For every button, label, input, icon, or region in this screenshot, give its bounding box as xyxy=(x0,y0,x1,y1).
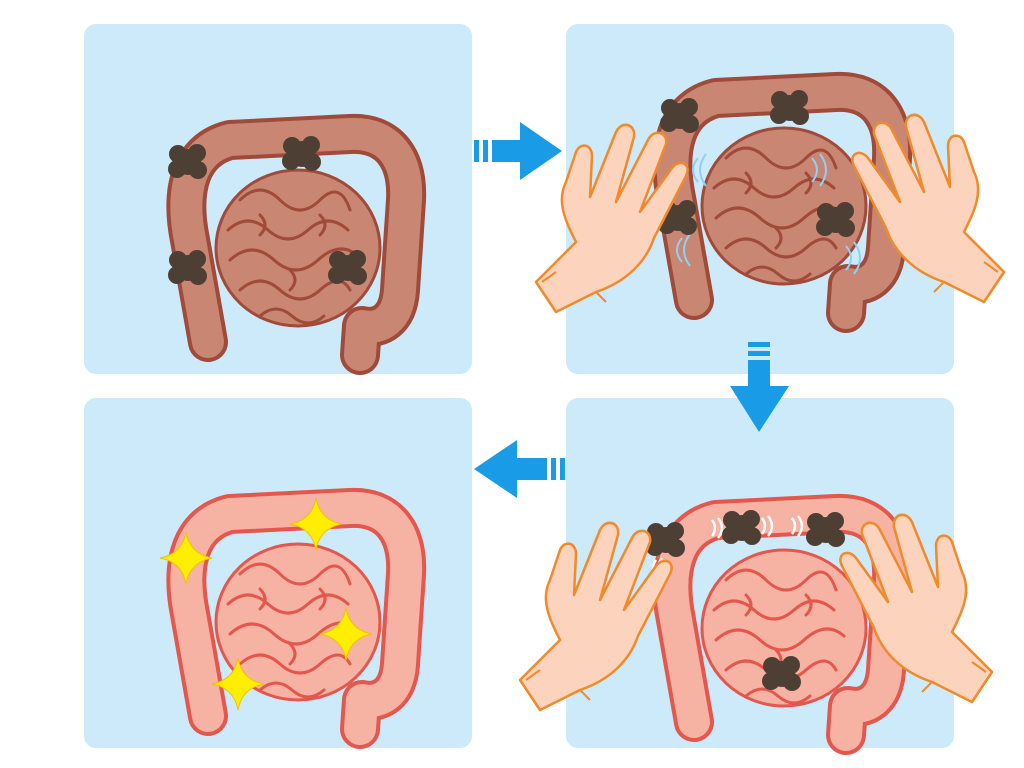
step-4-illustration xyxy=(159,487,427,749)
step-1-illustration xyxy=(166,113,427,375)
arrow-left-icon xyxy=(474,440,565,498)
hand-left-icon xyxy=(518,521,673,712)
intestine-icon xyxy=(652,71,913,333)
hand-right-icon xyxy=(851,113,1006,304)
hand-right-icon xyxy=(839,513,994,704)
step-2-illustration xyxy=(652,71,913,333)
intestine-icon xyxy=(166,113,427,375)
motion-lines xyxy=(676,153,861,275)
arrow-right-icon xyxy=(474,122,562,180)
arrow-down-icon xyxy=(730,342,789,432)
hand-left-icon xyxy=(534,123,689,314)
